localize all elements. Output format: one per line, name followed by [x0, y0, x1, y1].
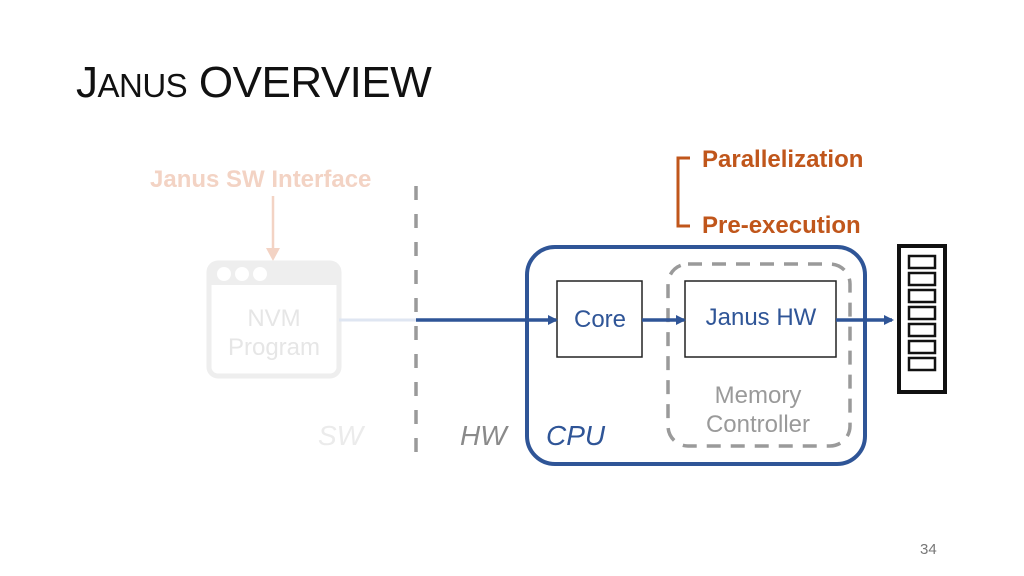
memory-controller-label-line1: Memory: [714, 382, 802, 409]
cpu-label: CPU: [546, 420, 606, 451]
window-icon: [206, 260, 342, 379]
hw-side-label: HW: [460, 420, 507, 451]
pre-execution-label: Pre-execution: [702, 212, 861, 239]
janus-hw-box: [684, 280, 837, 358]
parallelization-label: Parallelization: [702, 146, 864, 173]
sw-side-label: SW: [318, 420, 364, 451]
cpu-box: [525, 245, 867, 466]
title-first-letter: J: [76, 58, 98, 107]
sw-interface-label: Janus SW Interface: [150, 166, 372, 193]
memory-module-icon: [897, 244, 947, 394]
memory-controller-label-line2: Controller: [705, 411, 811, 438]
sw-interface-arrow: [266, 196, 280, 261]
title-smallcaps: ANUS: [97, 67, 188, 104]
title-second-word: OVERVIEW: [187, 58, 432, 107]
janus-hw-label: Janus HW: [705, 304, 817, 331]
orange-bracket: [676, 156, 690, 228]
program-label-line2: Program: [227, 334, 321, 361]
memory-controller-box: [666, 262, 852, 448]
core-label: Core: [573, 306, 627, 333]
program-label-line1: NVM: [247, 305, 301, 332]
slide-title: JANUS OVERVIEW: [76, 58, 432, 108]
core-box: [556, 280, 643, 358]
page-number: 34: [920, 541, 937, 558]
